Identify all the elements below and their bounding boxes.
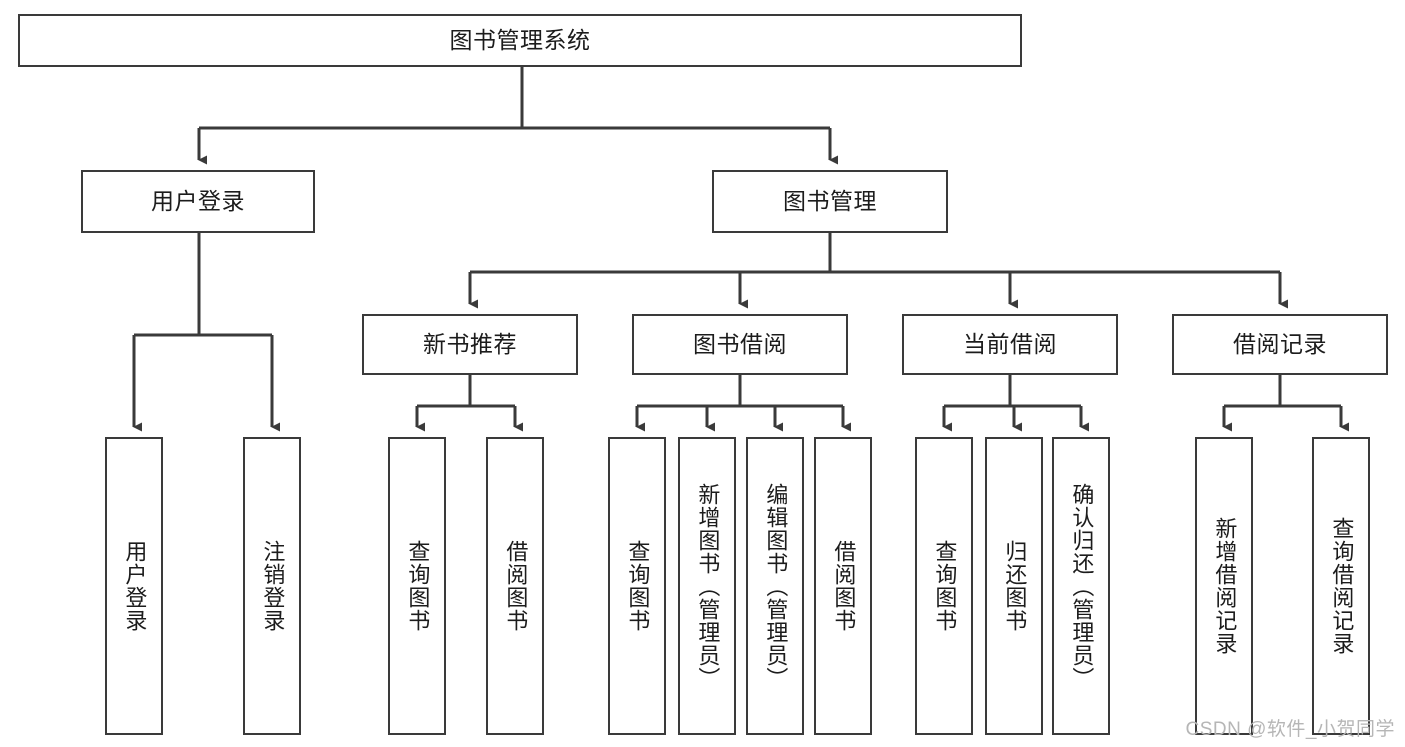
node-user-login-label: 用户登录 bbox=[151, 187, 245, 214]
node-borrow-records[interactable]: 借阅记录 bbox=[1172, 314, 1388, 375]
node-book-management-label: 图书管理 bbox=[783, 187, 877, 214]
node-leaf-label: 借阅图书 bbox=[831, 540, 857, 632]
node-leaf-query-book-borrow[interactable]: 查询图书 bbox=[608, 437, 666, 735]
node-leaf-label: 新增图书（管理员） bbox=[695, 482, 721, 690]
node-leaf-label: 用户登录 bbox=[122, 540, 148, 632]
node-leaf-label: 查询图书 bbox=[932, 540, 958, 632]
node-leaf-label: 新增借阅记录 bbox=[1212, 517, 1238, 655]
node-leaf-borrow-book-new[interactable]: 借阅图书 bbox=[486, 437, 544, 735]
node-root-system[interactable]: 图书管理系统 bbox=[18, 14, 1022, 67]
node-leaf-label: 借阅图书 bbox=[503, 540, 529, 632]
node-leaf-confirm-return-admin[interactable]: 确认归还（管理员） bbox=[1052, 437, 1110, 735]
node-borrow-records-label: 借阅记录 bbox=[1233, 330, 1327, 357]
node-leaf-query-book-current[interactable]: 查询图书 bbox=[915, 437, 973, 735]
node-leaf-user-login[interactable]: 用户登录 bbox=[105, 437, 163, 735]
node-leaf-label: 查询借阅记录 bbox=[1329, 517, 1355, 655]
node-root-label: 图书管理系统 bbox=[449, 26, 591, 53]
node-leaf-label: 确认归还（管理员） bbox=[1069, 482, 1095, 690]
node-leaf-label: 注销登录 bbox=[260, 540, 286, 632]
node-leaf-query-book-new[interactable]: 查询图书 bbox=[388, 437, 446, 735]
node-current-borrow[interactable]: 当前借阅 bbox=[902, 314, 1118, 375]
node-leaf-edit-book-admin[interactable]: 编辑图书（管理员） bbox=[746, 437, 804, 735]
node-leaf-add-book-admin[interactable]: 新增图书（管理员） bbox=[678, 437, 736, 735]
node-leaf-query-borrow-record[interactable]: 查询借阅记录 bbox=[1312, 437, 1370, 735]
node-leaf-label: 查询图书 bbox=[625, 540, 651, 632]
node-leaf-label: 编辑图书（管理员） bbox=[763, 482, 789, 690]
node-new-book-recommend-label: 新书推荐 bbox=[423, 330, 517, 357]
node-new-book-recommend[interactable]: 新书推荐 bbox=[362, 314, 578, 375]
node-leaf-borrow-book[interactable]: 借阅图书 bbox=[814, 437, 872, 735]
node-book-borrow-label: 图书借阅 bbox=[693, 330, 787, 357]
node-leaf-add-borrow-record[interactable]: 新增借阅记录 bbox=[1195, 437, 1253, 735]
node-leaf-return-book[interactable]: 归还图书 bbox=[985, 437, 1043, 735]
node-book-borrow[interactable]: 图书借阅 bbox=[632, 314, 848, 375]
node-current-borrow-label: 当前借阅 bbox=[963, 330, 1057, 357]
node-leaf-label: 归还图书 bbox=[1002, 540, 1028, 632]
node-leaf-label: 查询图书 bbox=[405, 540, 431, 632]
node-book-management[interactable]: 图书管理 bbox=[712, 170, 948, 233]
node-leaf-logout[interactable]: 注销登录 bbox=[243, 437, 301, 735]
node-user-login[interactable]: 用户登录 bbox=[81, 170, 315, 233]
